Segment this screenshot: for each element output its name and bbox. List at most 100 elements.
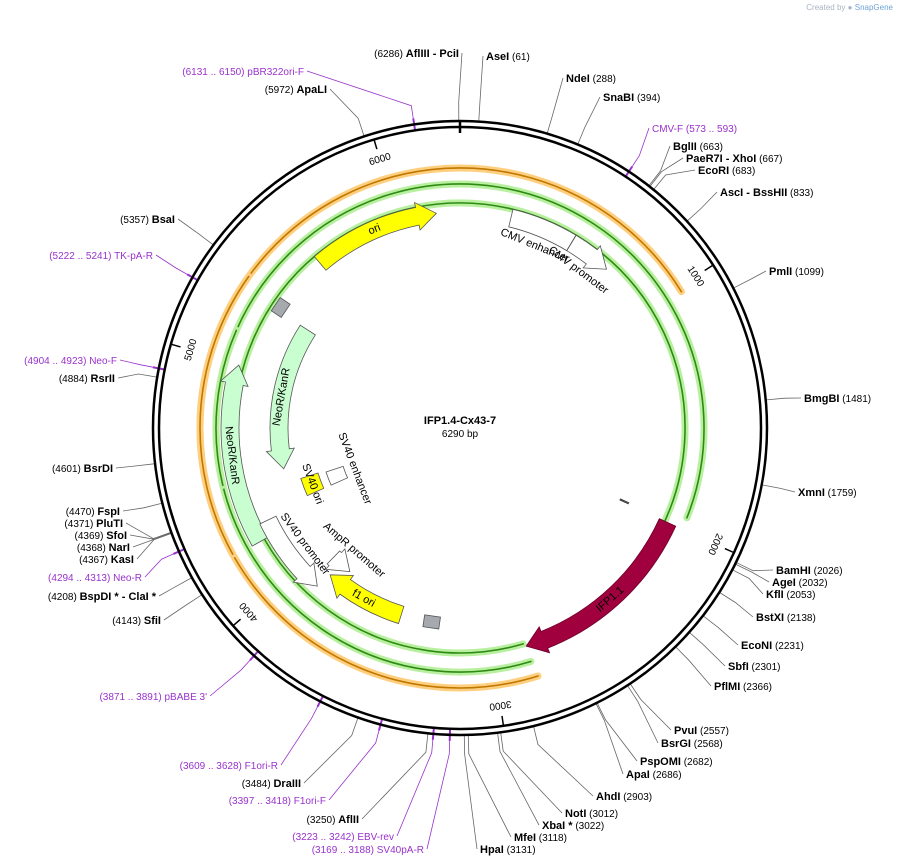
enzyme-label: AscI - BssHII (833) [720,187,813,199]
enzyme-position: (4143) [112,616,144,627]
enzyme-label: (3484) DraIII [242,778,301,790]
feature-polya-signal [422,614,441,630]
enzyme-label: ApaI (2686) [626,769,682,781]
feature-label: ori [366,222,382,238]
primer-label: (3871 .. 3891) pBABE 3' [99,692,207,703]
enzyme-position: (61) [509,52,530,63]
leader-line [129,532,171,540]
enzyme-position: (4367) [79,555,111,566]
enzyme-name: BsrGI [661,738,691,750]
primer-range: (3223 .. 3242) [292,832,357,843]
enzyme-name: KflI [766,589,784,601]
leader-line [122,503,162,512]
enzyme-position: (4371) [64,519,96,530]
enzyme-label: (4368) NarI [77,542,130,554]
primer-label: (4904 .. 4923) Neo-F [24,356,117,367]
leader-line [458,52,463,121]
enzyme-position: (4884) [59,374,91,385]
leader-line [155,254,192,278]
enzyme-name: ApaI [626,769,650,781]
enzyme-position: (1099) [792,267,824,278]
enzyme-name: PmlI [769,266,792,278]
enzyme-label: NdeI (288) [566,73,616,85]
enzyme-label: KflI (2053) [766,589,815,601]
tick-label: 3000 [488,698,512,712]
enzyme-name: AseI [486,51,509,63]
leader-line [117,373,157,379]
enzyme-label: BamHI (2026) [776,565,843,577]
enzyme-label: (3250) AflII [307,814,359,826]
enzyme-label: (4367) KasI [79,554,134,566]
leader-line [533,726,594,797]
enzyme-name: MfeI [514,832,536,844]
enzyme-sep: - [430,48,440,60]
enzyme-position: (288) [590,74,616,85]
enzyme-name-2: BssHII [753,187,787,199]
enzyme-position: (394) [634,93,660,104]
enzyme-name: BstXI [756,612,784,624]
primer-range: (5222 .. 5241) [49,251,114,262]
enzyme-name: AflII [338,814,359,826]
enzyme-name: SfiI [144,615,161,627]
leader-line [467,735,512,838]
enzyme-position: (833) [787,188,813,199]
primer-label: (3397 .. 3418) F1ori-F [229,796,326,807]
leader-line [595,704,624,775]
enzyme-label: SnaBI (394) [603,92,660,104]
tick-label: 5000 [183,337,200,362]
leader-line [361,734,429,820]
tick-mark [704,265,713,272]
leader-line [627,685,659,744]
feature-arrow [300,472,325,497]
primer-label: (6131 .. 6150) pBR322ori-F [182,67,304,78]
enzyme-position: (663) [697,142,723,153]
leader-line [119,359,158,369]
primer-name: Neo-R [113,573,142,584]
enzyme-label: SbfI (2301) [728,661,780,673]
enzyme-name-2: XhoI [732,153,756,165]
primer-name: SV40pA-R [377,845,424,856]
tick-mark [501,715,505,725]
enzyme-position: (683) [729,166,755,177]
enzyme-position: (2138) [784,613,816,624]
enzyme-position: (2032) [796,578,828,589]
enzyme-label: HpaI (3131) [480,844,536,856]
enzyme-name: XmnI [798,487,825,499]
enzyme-sep: - [119,591,129,603]
enzyme-label: EcoRI (683) [698,165,755,177]
leader-line [463,735,478,850]
enzyme-label: AgeI (2032) [772,577,828,589]
leader-line [328,725,381,801]
enzyme-position: (1759) [825,488,857,499]
enzyme-name: AscI [720,187,743,199]
enzyme-name: BspDI * [80,591,120,603]
leader-line [689,632,726,667]
leader-line [500,733,563,814]
feature-arrow [219,364,269,547]
primer-name: CMV-F [652,124,686,135]
enzyme-name: PflMI [714,681,740,693]
tick-label: 4000 [237,599,260,623]
enzyme-name: SbfI [728,661,749,673]
feature-arrow [324,548,351,573]
enzyme-sep: - [743,187,753,199]
feature-label: AmpR promoter [321,520,388,580]
leader-line [766,397,802,401]
orf-arc-mid-core [215,183,705,673]
feature-polya-signal [270,296,291,319]
enzyme-position: (3118) [536,833,567,844]
primer-range: (3169 .. 3188) [312,845,377,856]
leader-line [653,169,696,190]
leader-line [426,735,451,850]
enzyme-label: AseI (61) [486,51,530,63]
leader-line [125,522,171,540]
enzyme-name: HpaI [480,844,504,856]
enzyme-position: (1481) [839,394,871,405]
enzyme-label: (5357) BsaI [120,214,175,226]
enzyme-name: PspOMI [640,756,681,768]
enzyme-label: (6286) AflIII - PciI [374,48,459,60]
leader-line [675,647,712,687]
leader-line [303,718,359,784]
primer-range: (3871 .. 3891) [99,692,164,703]
